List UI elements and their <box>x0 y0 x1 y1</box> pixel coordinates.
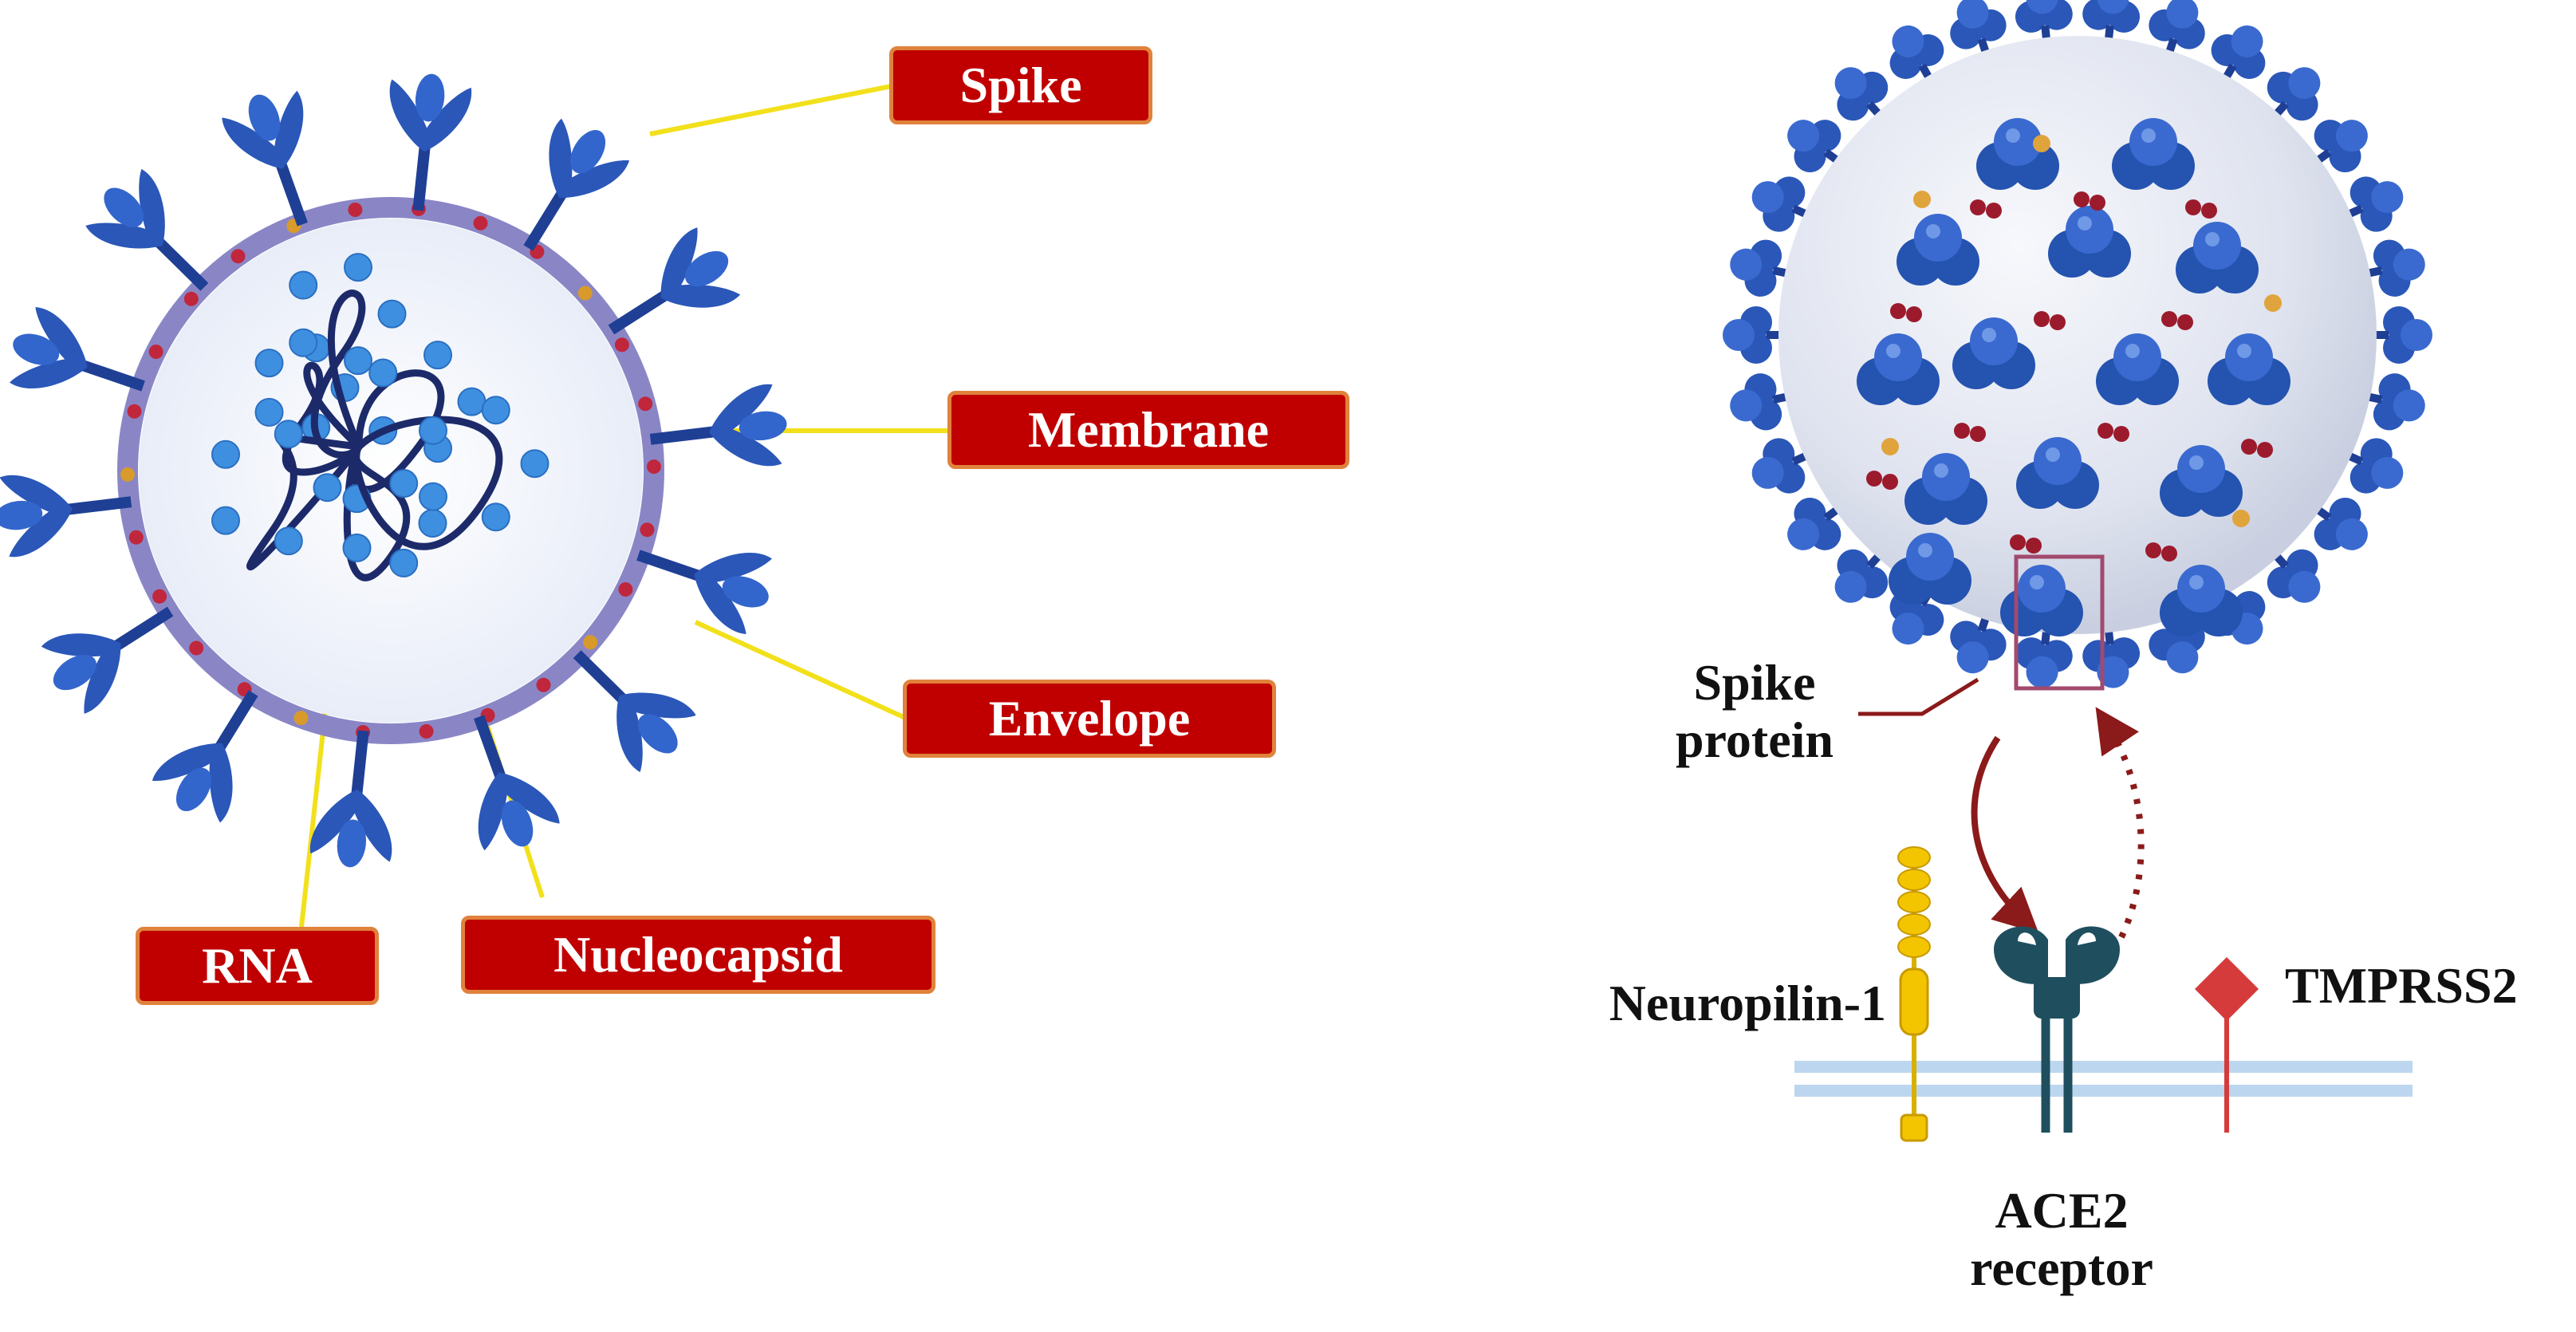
leader-rna <box>299 709 328 928</box>
label-spike: Spike <box>889 46 1152 124</box>
spike-glycoprotein <box>309 730 392 868</box>
spike-glycoprotein <box>222 90 308 227</box>
left-spikes <box>0 73 787 868</box>
label-ace2-line1: ACE2 <box>1995 1182 2129 1239</box>
label-tmprss2: TMPRSS2 <box>2285 957 2518 1014</box>
label-membrane: Membrane <box>947 391 1349 469</box>
spike-glycoprotein <box>0 475 132 558</box>
spike-glycoprotein <box>573 650 696 773</box>
label-neuropilin-1: Neuropilin-1 <box>1609 975 1886 1031</box>
zoom-box <box>2014 554 2105 691</box>
spike-glycoprotein <box>85 168 209 291</box>
binding-arrow-solid <box>1971 735 2039 934</box>
spike-glycoprotein <box>41 606 174 714</box>
label-ace2-receptor: ACE2 receptor <box>1946 1182 2177 1296</box>
virion-interior <box>139 219 643 723</box>
tmprss2-protease <box>2195 957 2259 1133</box>
label-spike-protein-line2: protein <box>1676 711 1834 768</box>
label-spike-protein: Spike protein <box>1639 654 1870 768</box>
spike-glycoprotein <box>649 384 787 467</box>
leader-envelope <box>694 620 907 720</box>
coronavirus-cross-section <box>0 73 787 868</box>
label-nucleocapsid: Nucleocapsid <box>461 916 935 994</box>
spike-glycoprotein <box>152 690 258 823</box>
binding-arrows <box>1971 707 2145 939</box>
coronavirus-3d <box>1723 0 2432 716</box>
spike-glycoprotein <box>636 550 772 635</box>
right-surface-dots <box>1866 135 2282 562</box>
spike-glycoprotein <box>10 306 145 392</box>
virion-sphere <box>1778 36 2377 634</box>
cell-membrane <box>1794 1061 2413 1097</box>
label-envelope: Envelope <box>903 680 1276 758</box>
rna-nucleocapsid <box>211 253 549 581</box>
leader-spike <box>649 84 892 136</box>
spike-protein-pointer <box>1858 677 1979 716</box>
release-arrow-dashed <box>2095 707 2145 939</box>
label-rna: RNA <box>136 927 379 1005</box>
ace2-receptor <box>1994 926 2120 1133</box>
spike-glycoprotein <box>389 73 472 211</box>
spike-glycoprotein <box>474 715 560 851</box>
neuropilin-1-receptor <box>1897 846 1931 1142</box>
label-ace2-line2: receptor <box>1970 1239 2153 1296</box>
label-spike-protein-line1: Spike <box>1693 654 1816 711</box>
right-surface-spikes <box>1857 118 2290 636</box>
spike-glycoprotein <box>523 118 630 251</box>
spike-glycoprotein <box>608 227 741 335</box>
